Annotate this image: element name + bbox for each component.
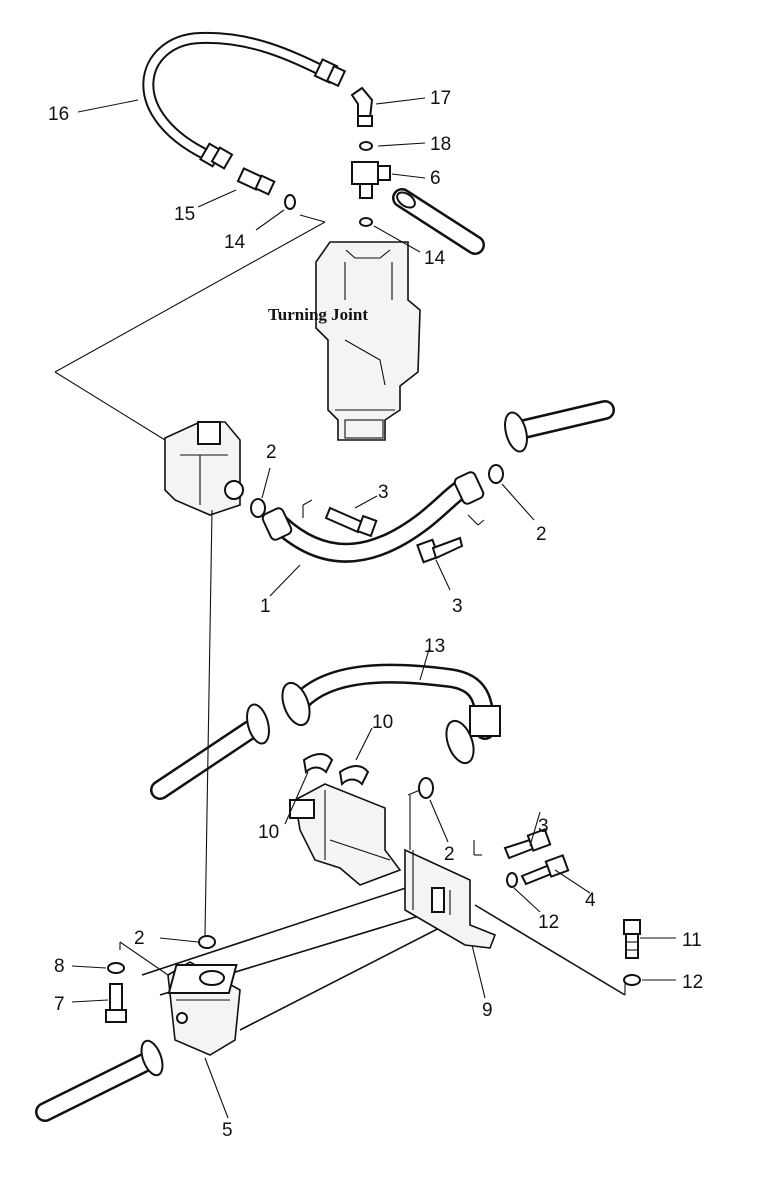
- o-ring-2-b: [488, 464, 504, 484]
- callout-2-bottom: 2: [134, 928, 145, 949]
- bracket: [289, 783, 402, 886]
- o-ring-2-d: [198, 935, 216, 949]
- callout-2-middle: 2: [444, 844, 455, 865]
- bolt-7: [105, 983, 127, 1023]
- o-ring-14-right: [359, 217, 373, 227]
- washer-12-b: [623, 974, 641, 986]
- bolt-4: [520, 854, 570, 886]
- elbow-fitting-6: [351, 161, 391, 199]
- leader-lines: [54, 97, 676, 1119]
- callout-16: 16: [48, 104, 69, 125]
- callout-6: 6: [430, 168, 441, 189]
- callout-numbers: 16 17 18 6 15 14 14 2 3 2 1 3 13 10 10 3…: [48, 88, 703, 1141]
- callout-8: 8: [54, 956, 65, 977]
- callout-11: 11: [682, 930, 702, 951]
- turning-joint-label: Turning Joint: [268, 305, 368, 324]
- elbow-fitting-17: [350, 86, 374, 127]
- valve-body-5: [167, 961, 241, 1056]
- turning-joint: [315, 241, 421, 441]
- callout-17: 17: [430, 88, 451, 109]
- o-ring-18: [359, 141, 373, 151]
- callout-3-top: 3: [378, 482, 389, 503]
- washer-8: [107, 962, 125, 974]
- connector-15: [236, 167, 276, 196]
- callout-10-top: 10: [372, 712, 393, 733]
- pipe-left-middle: [150, 703, 270, 800]
- callout-13: 13: [424, 636, 445, 657]
- pipe-stub: [392, 188, 485, 255]
- callout-7: 7: [54, 994, 65, 1015]
- callout-15: 15: [174, 204, 195, 225]
- bolt-11: [623, 919, 641, 959]
- callout-18: 18: [430, 134, 451, 155]
- callout-10-left: 10: [258, 822, 279, 843]
- o-ring-2-c: [418, 777, 434, 799]
- callout-9: 9: [482, 1000, 493, 1021]
- callout-3-lower: 3: [452, 596, 463, 617]
- callout-2-top: 2: [266, 442, 277, 463]
- o-ring-2-a: [250, 498, 266, 518]
- bolt-3-lower: [416, 536, 464, 564]
- pipe-right-upper: [504, 400, 615, 453]
- clamp-10-right: [338, 765, 370, 787]
- bolt-3-upper: [324, 506, 378, 538]
- callout-14-right: 14: [424, 248, 446, 269]
- washer-12-a: [506, 872, 518, 888]
- pipe-1: [261, 471, 485, 563]
- callout-5: 5: [222, 1120, 233, 1141]
- callout-2-right: 2: [536, 524, 547, 545]
- callout-4: 4: [585, 890, 596, 911]
- callout-14-left: 14: [224, 232, 246, 253]
- valve-block: [164, 421, 244, 516]
- clamp-10-left: [302, 753, 334, 775]
- callout-12-right: 12: [682, 972, 703, 993]
- callout-12-middle: 12: [538, 912, 559, 933]
- pipe-13: [281, 663, 501, 765]
- mounting-bracket-9: [404, 848, 497, 949]
- callout-1: 1: [260, 596, 271, 617]
- hose-16: [142, 31, 347, 170]
- o-ring-14-left: [284, 194, 296, 210]
- callout-3-middle: 3: [538, 816, 549, 837]
- pipe-left-lower: [35, 1039, 164, 1122]
